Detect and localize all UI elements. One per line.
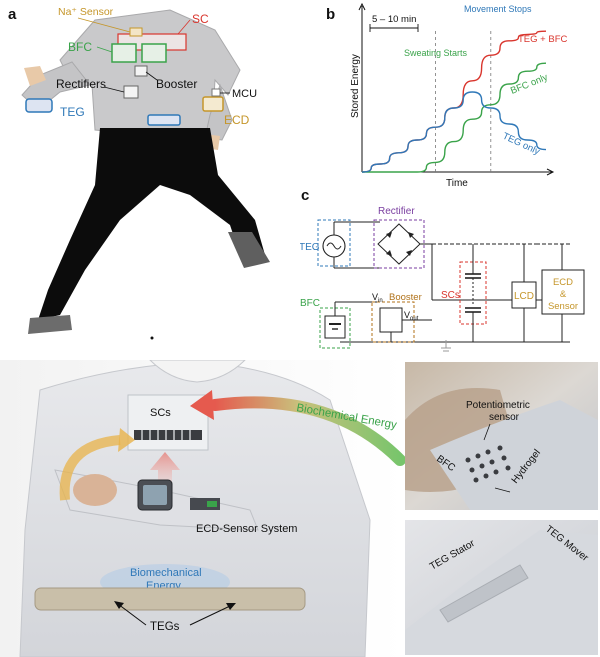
tegs-label: TEGs [150,621,180,633]
series-line-2 [361,91,547,173]
rectifier-dashed-box [373,219,425,269]
tegs-arrow-right [189,605,231,626]
series-label-teg-only: TEG only [501,131,542,158]
booster-dashed-box [371,301,415,343]
panel-label-c: c [301,187,310,204]
curved-arrow-head [118,428,135,452]
dot-mark [150,336,154,340]
curved-energy-arrow [59,435,121,501]
sensor-leader-line [77,17,131,33]
tegs-arrow-left [117,603,147,626]
na-sensor-label: Na⁺ Sensor [58,6,114,18]
hydrogel-leader [494,487,511,493]
y-axis-label: Stored Energy [350,54,361,118]
biochemical-energy-arrow [209,396,406,466]
series-line-1 [361,62,547,173]
circuit-bfc-label: BFC [300,298,320,309]
teg-label: TEG [60,105,85,119]
rectifiers-leader-line [103,86,125,93]
panel-label-a: a [8,6,17,23]
biochemical-arrow-head [190,390,214,420]
vout-label: Vout [404,310,419,322]
mcu-module [211,88,221,97]
booster-label: Booster [156,77,197,91]
vin-label: Vin [372,292,383,304]
x-axis-label: Time [446,178,468,189]
ecd-sensor-label-line2: & [560,289,567,300]
panel-a-runner-illustration: Na⁺ Sensor SC BFC Booster Rectifiers MCU… [21,6,270,340]
ac-wave-icon [326,242,342,250]
interval-annotation: 5 – 10 min [372,14,416,25]
biomechanical-label-line1: Biomechanical [130,567,202,579]
bfc-dot-array [465,445,511,483]
sc-leader-line [177,19,191,35]
teg-stator-strip [439,564,529,623]
rectifier-label: Rectifier [378,206,415,217]
diode-icons [386,232,414,256]
bridge-diamond [377,223,421,265]
potentiometric-label-line2: sensor [489,412,520,423]
scs-photo-label: SCs [150,407,171,419]
circuit-diagram: TEG Rectifier BFC Vin Booster Vout SCs L… [300,206,585,352]
ecd-sensor-label-line1: ECD [553,277,573,288]
mcu-label: MCU [232,88,257,100]
bfc-leader-line [96,46,113,53]
scs-cells [134,430,202,440]
panel-d-wearable-photos: SCs ECD-Sensor System Biochemical Energy… [0,360,598,657]
bfc-label: BFC [68,40,92,54]
movement-stops-annotation: Movement Stops [464,4,532,14]
upward-energy-arrow [150,452,180,490]
potentiometric-leader [483,423,491,441]
teg-belt [34,587,306,611]
potentiometric-label-line1: Potentiometric [466,400,530,411]
sweating-starts-annotation: Sweating Starts [404,48,468,58]
series-label-bfc-only: BFC only [509,72,550,97]
sc-label: SC [192,12,209,26]
booster-module [134,65,148,77]
teg-band-waist [147,114,181,126]
ecd-sensor-system-label: ECD-Sensor System [196,523,297,535]
bfc-cell-symbol [324,315,346,339]
lcd-block [511,281,537,309]
right-shoe [228,232,270,268]
pants [38,128,265,320]
stored-energy-chart: Stored Energy Time 5 – 10 min Movement S… [350,2,567,189]
ecd-watch [202,96,224,112]
scs-label: SCs [441,290,460,301]
rectifiers-label: Rectifiers [56,77,106,91]
booster-circuit-label: Booster [389,292,422,303]
na-sensor-module [129,27,143,37]
teg-band-arm [25,98,53,113]
shirt-collar [149,360,246,383]
shirt-fold [430,400,598,510]
rectifier-module [123,85,139,99]
left-shoe [28,315,72,334]
bfc-module-right [141,43,167,63]
panel-label-b: b [326,6,336,23]
chart-series [361,30,547,173]
lcd-label: LCD [514,291,534,302]
y-axis-arrow [358,2,366,11]
circuit-teg-label: TEG [300,242,320,253]
left-hand [24,66,46,86]
teg-dashed-box [317,219,351,267]
fist [73,474,117,506]
booster-leader-line [145,71,158,81]
ecd-sensor-label-line3: Sensor [548,301,578,312]
ecd-sensor-block [541,269,585,315]
bfc-module-left [111,43,137,63]
x-axis-arrow [546,168,555,176]
booster-block [379,307,403,333]
series-label-teg-bfc: TEG + BFC [518,34,567,45]
ecd-label: ECD [224,113,250,127]
watch-screen [143,485,167,505]
